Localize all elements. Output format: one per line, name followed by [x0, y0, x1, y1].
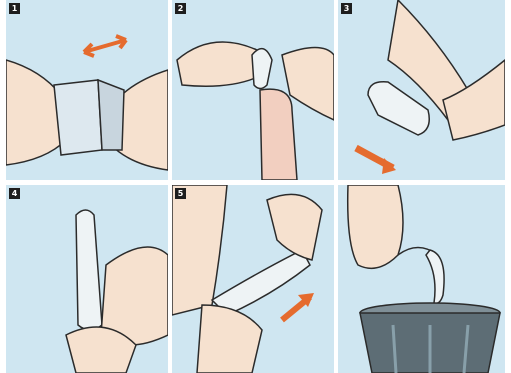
remove-holding-base-icon — [172, 185, 334, 373]
open-wrapper-icon — [6, 0, 168, 180]
step-number-5: 5 — [175, 188, 186, 199]
step-number-1: 1 — [9, 3, 20, 14]
dispose-in-bin-icon — [338, 185, 505, 373]
step-number-2: 2 — [175, 3, 186, 14]
step-panel-3: 3 — [338, 0, 505, 180]
step-number-3: 3 — [341, 3, 352, 14]
step-panel-1: 1 — [6, 0, 168, 180]
step-panel-6 — [338, 185, 505, 373]
pinch-tip-icon — [172, 0, 334, 180]
rolled-on-icon — [6, 185, 168, 373]
step-number-4: 4 — [9, 188, 20, 199]
place-on-tip-icon — [338, 0, 505, 180]
step-panel-5: 5 — [172, 185, 334, 373]
step-panel-2: 2 — [172, 0, 334, 180]
step-panel-4: 4 — [6, 185, 168, 373]
